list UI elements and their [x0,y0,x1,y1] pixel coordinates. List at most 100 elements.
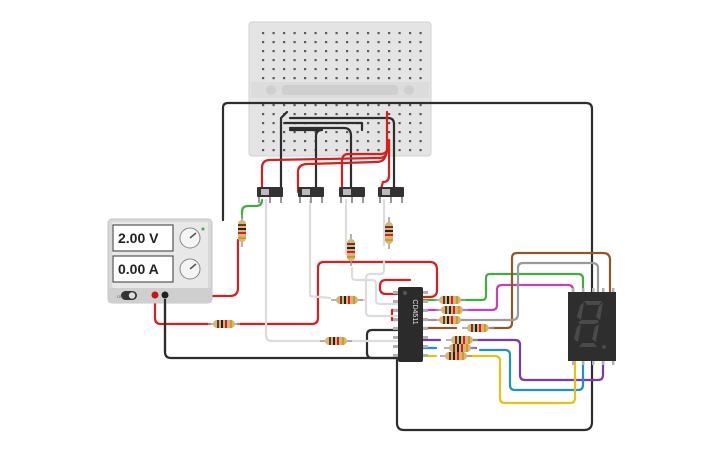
breadboard-hole [419,122,422,125]
resistor-6 [319,336,353,346]
voltage-readout: 2.00 V [118,230,159,246]
breadboard-hole [356,50,359,53]
display-pin [582,361,585,365]
breadboard-hole [367,149,370,152]
breadboard[interactable] [248,21,432,157]
breadboard-hole [304,104,307,107]
breadboard-hole [304,41,307,44]
breadboard-hole [272,32,275,35]
wire-red-sw3 [340,144,390,194]
breadboard-hole [262,113,265,116]
seven-segment-display[interactable] [568,288,616,365]
breadboard-hole [377,122,380,125]
breadboard-hole [419,59,422,62]
breadboard-hole [262,77,265,80]
chip-pin [393,300,398,303]
breadboard-hole [335,104,338,107]
breadboard-hole [388,50,391,53]
breadboard-hole [293,77,296,80]
breadboard-hole [409,77,412,80]
breadboard-hole [346,68,349,71]
breadboard-hole [419,140,422,143]
breadboard-hole [304,68,307,71]
breadboard-hole [293,50,296,53]
breadboard-hole [325,59,328,62]
breadboard-hole [346,149,349,152]
wire-brown [488,251,612,330]
breadboard-hole [293,104,296,107]
display-pin [572,361,575,365]
chip-pin [393,309,398,312]
slide-switch-2[interactable] [298,187,324,203]
breadboard-hole [325,149,328,152]
breadboard-hole [377,32,380,35]
slide-switches[interactable] [257,187,404,203]
display-pin [602,288,605,292]
breadboard-hole [314,113,317,116]
slide-switch-3[interactable] [339,187,365,203]
breadboard-hole [293,140,296,143]
display-pin [592,361,595,365]
wire-white-sw2 [308,198,332,300]
breadboard-hole [398,77,401,80]
breadboard-hole [356,149,359,152]
breadboard-hole [293,113,296,116]
breadboard-hole [409,122,412,125]
breadboard-hole [272,68,275,71]
breadboard-hole [272,140,275,143]
breadboard-hole [335,68,338,71]
breadboard-hole [367,113,370,116]
resistor-7 [433,295,467,305]
slide-switch-1[interactable] [257,187,283,203]
negative-terminal[interactable] [161,291,169,299]
breadboard-hole [356,68,359,71]
display-pin [592,288,595,292]
chip-pin [423,354,428,357]
breadboard-hole [409,104,412,107]
breadboard-hole [356,104,359,107]
wire-black-chip-loop [365,328,399,360]
resistors[interactable] [207,214,495,361]
breadboard-hole [377,149,380,152]
resistor-12 [443,343,477,353]
breadboard-hole [262,149,265,152]
breadboard-hole [377,104,380,107]
breadboard-hole [283,77,286,80]
slide-switch-4[interactable] [378,187,404,203]
breadboard-hole [409,68,412,71]
breadboard-hole [293,68,296,71]
breadboard-hole [377,59,380,62]
decoder-chip[interactable]: CD4511 [393,287,428,362]
breadboard-hole [304,113,307,116]
breadboard-hole [325,131,328,134]
breadboard-hole [388,131,391,134]
wire-gray [458,261,600,322]
breadboard-hole [388,41,391,44]
breadboard-hole [388,77,391,80]
breadboard-hole [398,131,401,134]
breadboard-hole [293,32,296,35]
chip-pin [423,327,428,330]
breadboard-hole [409,131,412,134]
breadboard-hole [398,41,401,44]
wire-red-res-chip [236,260,439,326]
positive-terminal[interactable] [151,291,159,299]
chip-pin [423,318,428,321]
breadboard-hole [272,149,275,152]
breadboard-hole [346,131,349,134]
breadboard-hole [367,140,370,143]
wire-black-psu-ground [163,294,399,360]
breadboard-hole [314,32,317,35]
breadboard-hole [367,77,370,80]
wire-black-sw1 [279,110,289,194]
display-pin [602,361,605,365]
breadboard-hole [367,122,370,125]
breadboard-hole [335,59,338,62]
breadboard-hole [367,131,370,134]
breadboard-hole [388,104,391,107]
breadboard-hole [367,59,370,62]
power-supply[interactable]: ON [107,218,213,304]
display-pin [582,288,585,292]
breadboard-hole [409,50,412,53]
